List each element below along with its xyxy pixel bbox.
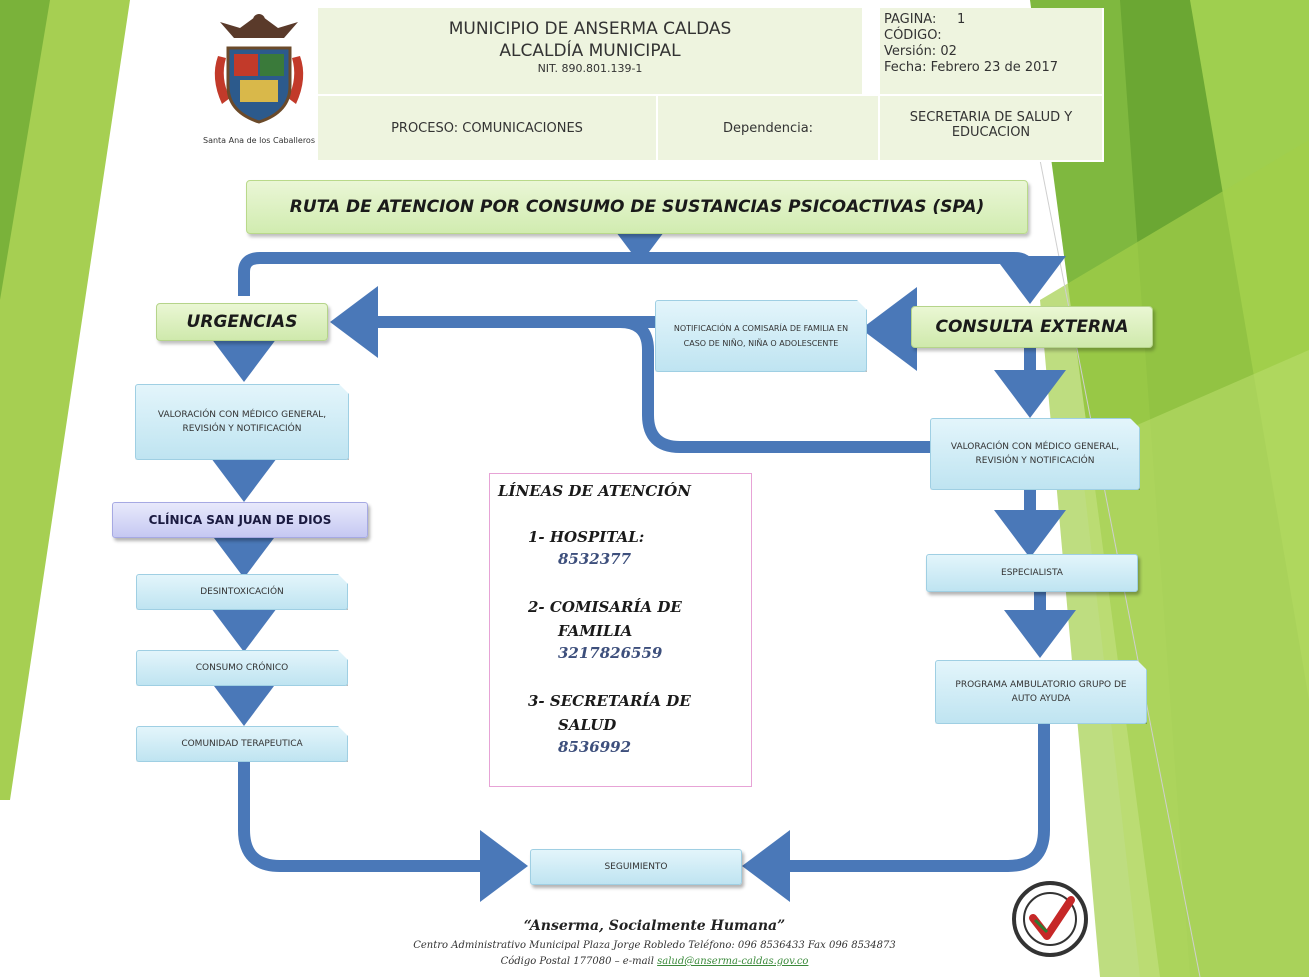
lineas-title: LÍNEAS DE ATENCIÓN [498,482,691,500]
hospital-label: 1- HOSPITAL: [528,528,645,546]
codigo-label: CÓDIGO: [884,28,942,43]
title-cell: MUNICIPIO DE ANSERMA CALDAS ALCALDÍA MUN… [318,8,864,96]
secretaria-cell: SECRETARIA DE SALUD Y EDUCACION [880,96,1104,162]
proceso-cell: PROCESO: COMUNICACIONES [318,96,658,162]
secretaria-salud-label-b: SALUD [558,716,617,734]
desintoxicacion-node: DESINTOXICACIÓN [136,574,348,610]
secretaria-salud-phone: 8536992 [558,738,632,756]
coat-of-arms-icon [214,14,304,124]
programa-node: PROGRAMA AMBULATORIO GRUPO DE AUTO AYUDA [935,660,1147,724]
footer-address: Centro Administrativo Municipal Plaza Jo… [413,940,896,951]
municipality-title: MUNICIPIO DE ANSERMA CALDAS [448,19,732,39]
flow-title: RUTA DE ATENCION POR CONSUMO DE SUSTANCI… [246,180,1028,234]
especialista-node: ESPECIALISTA [926,554,1138,592]
secretaria-salud-label-a: 3- SECRETARÍA DE [528,692,691,710]
footer-postal-line: Código Postal 177080 – e-mail salud@anse… [0,956,1309,967]
fecha-label: Fecha: Febrero 23 de 2017 [884,60,1058,75]
coat-of-arms: Santa Ana de los Caballeros [200,8,318,162]
consumo-cronico-node: CONSUMO CRÓNICO [136,650,348,686]
proceso-label: PROCESO: COMUNICACIONES [391,120,583,136]
valoracion-right-node: VALORACIÓN CON MÉDICO GENERAL, REVISIÓN … [930,418,1140,490]
hospital-phone: 8532377 [558,550,632,568]
quality-seal-icon [1012,881,1088,957]
comisaria-phone: 3217826559 [558,644,663,662]
lineas-atencion-box: LÍNEAS DE ATENCIÓN 1- HOSPITAL: 8532377 … [489,473,752,787]
comisaria-label-b: FAMILIA [558,622,633,640]
notificacion-node: NOTIFICACIÓN A COMISARÍA DE FAMILIA EN C… [655,300,867,372]
nit-number: NIT. 890.801.139-1 [537,62,643,75]
footer-postal: Código Postal 177080 – e-mail [500,956,654,967]
pagina-value: 1 [957,12,966,27]
version-label: Versión: 02 [884,44,957,59]
pagina-label: PAGINA: [884,12,937,27]
dependencia-cell: Dependencia: [658,96,880,162]
dependencia-label: Dependencia: [722,120,814,136]
seguimiento-node: SEGUIMIENTO [530,849,742,885]
urgencias-node: URGENCIAS [156,303,328,341]
mayor-office-title: ALCALDÍA MUNICIPAL [499,41,681,61]
footer-email-link[interactable]: salud@anserma-caldas.gov.co [657,956,809,967]
logo-caption: Santa Ana de los Caballeros [202,136,315,145]
clinica-node: CLÍNICA SAN JUAN DE DIOS [112,502,368,538]
document-header: Santa Ana de los Caballeros MUNICIPIO DE… [200,8,1104,162]
secretaria-label: SECRETARIA DE SALUD Y EDUCACION [909,110,1073,140]
comisaria-label-a: 2- COMISARÍA DE [528,598,682,616]
valoracion-left-node: VALORACIÓN CON MÉDICO GENERAL, REVISIÓN … [135,384,349,460]
comunidad-terapeutica-node: COMUNIDAD TERAPEUTICA [136,726,348,762]
footer-motto: “Anserma, Socialmente Humana” [523,918,786,934]
meta-cell: PAGINA: 1 CÓDIGO: Versión: 02 Fecha: Feb… [880,8,1104,96]
consulta-externa-node: CONSULTA EXTERNA [911,306,1153,348]
